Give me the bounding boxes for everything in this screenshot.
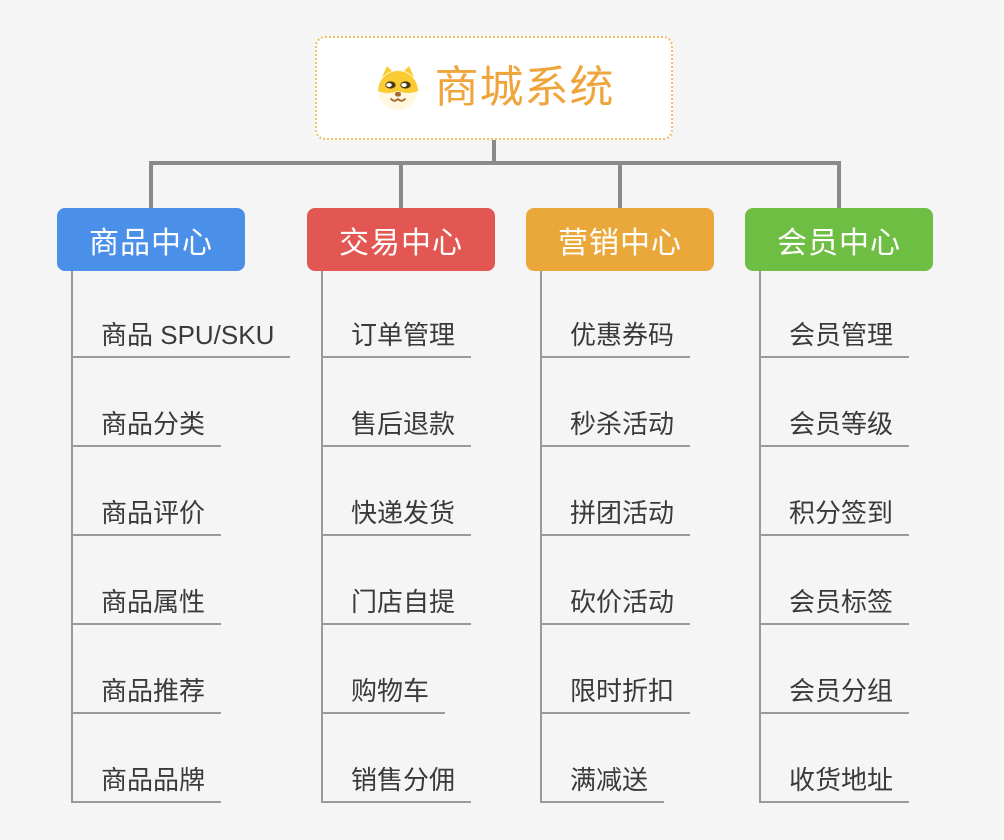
leaf-node[interactable]: 售后退款	[321, 409, 472, 447]
root-node-mall-system[interactable]: 商城系统	[315, 36, 673, 140]
leaf-node[interactable]: 限时折扣	[540, 676, 691, 714]
branch-children-product-center: 商品 SPU/SKU 商品分类 商品评价 商品属性 商品推荐 商品品牌	[71, 271, 291, 803]
leaf-node[interactable]: 会员管理	[759, 320, 910, 358]
leaf-node[interactable]: 快递发货	[321, 498, 472, 536]
branch-node-marketing-center[interactable]: 营销中心	[526, 208, 714, 271]
branch-node-trade-center[interactable]: 交易中心	[307, 208, 495, 271]
leaf-node[interactable]: 商品推荐	[71, 676, 222, 714]
leaf-node[interactable]: 商品品牌	[71, 765, 222, 803]
branch-children-marketing-center: 优惠券码 秒杀活动 拼团活动 砍价活动 限时折扣 满减送	[540, 271, 691, 803]
leaf-node[interactable]: 订单管理	[321, 320, 472, 358]
leaf-node[interactable]: 拼团活动	[540, 498, 691, 536]
leaf-node[interactable]: 满减送	[540, 765, 665, 803]
leaf-node[interactable]: 优惠券码	[540, 320, 691, 358]
leaf-node[interactable]: 门店自提	[321, 587, 472, 625]
branch-trunk-line	[71, 271, 73, 802]
branch-trunk-line	[759, 271, 761, 802]
leaf-node[interactable]: 购物车	[321, 676, 446, 714]
leaf-node[interactable]: 会员等级	[759, 409, 910, 447]
branch-trunk-line	[540, 271, 542, 802]
leaf-node[interactable]: 收货地址	[759, 765, 910, 803]
leaf-node[interactable]: 会员标签	[759, 587, 910, 625]
leaf-node[interactable]: 秒杀活动	[540, 409, 691, 447]
dog-face-icon	[374, 64, 422, 112]
branch-node-member-center[interactable]: 会员中心	[745, 208, 933, 271]
root-node-label: 商城系统	[434, 63, 615, 112]
branch-children-member-center: 会员管理 会员等级 积分签到 会员标签 会员分组 收货地址	[759, 271, 910, 803]
leaf-node[interactable]: 商品评价	[71, 498, 222, 536]
leaf-node[interactable]: 积分签到	[759, 498, 910, 536]
leaf-node[interactable]: 销售分佣	[321, 765, 472, 803]
leaf-node[interactable]: 商品分类	[71, 409, 222, 447]
branch-children-trade-center: 订单管理 售后退款 快递发货 门店自提 购物车 销售分佣	[321, 271, 472, 803]
branch-trunk-line	[321, 271, 323, 802]
leaf-node[interactable]: 商品属性	[71, 587, 222, 625]
leaf-node[interactable]: 会员分组	[759, 676, 910, 714]
branch-node-product-center[interactable]: 商品中心	[57, 208, 245, 271]
leaf-node[interactable]: 砍价活动	[540, 587, 691, 625]
leaf-node[interactable]: 商品 SPU/SKU	[71, 320, 291, 358]
